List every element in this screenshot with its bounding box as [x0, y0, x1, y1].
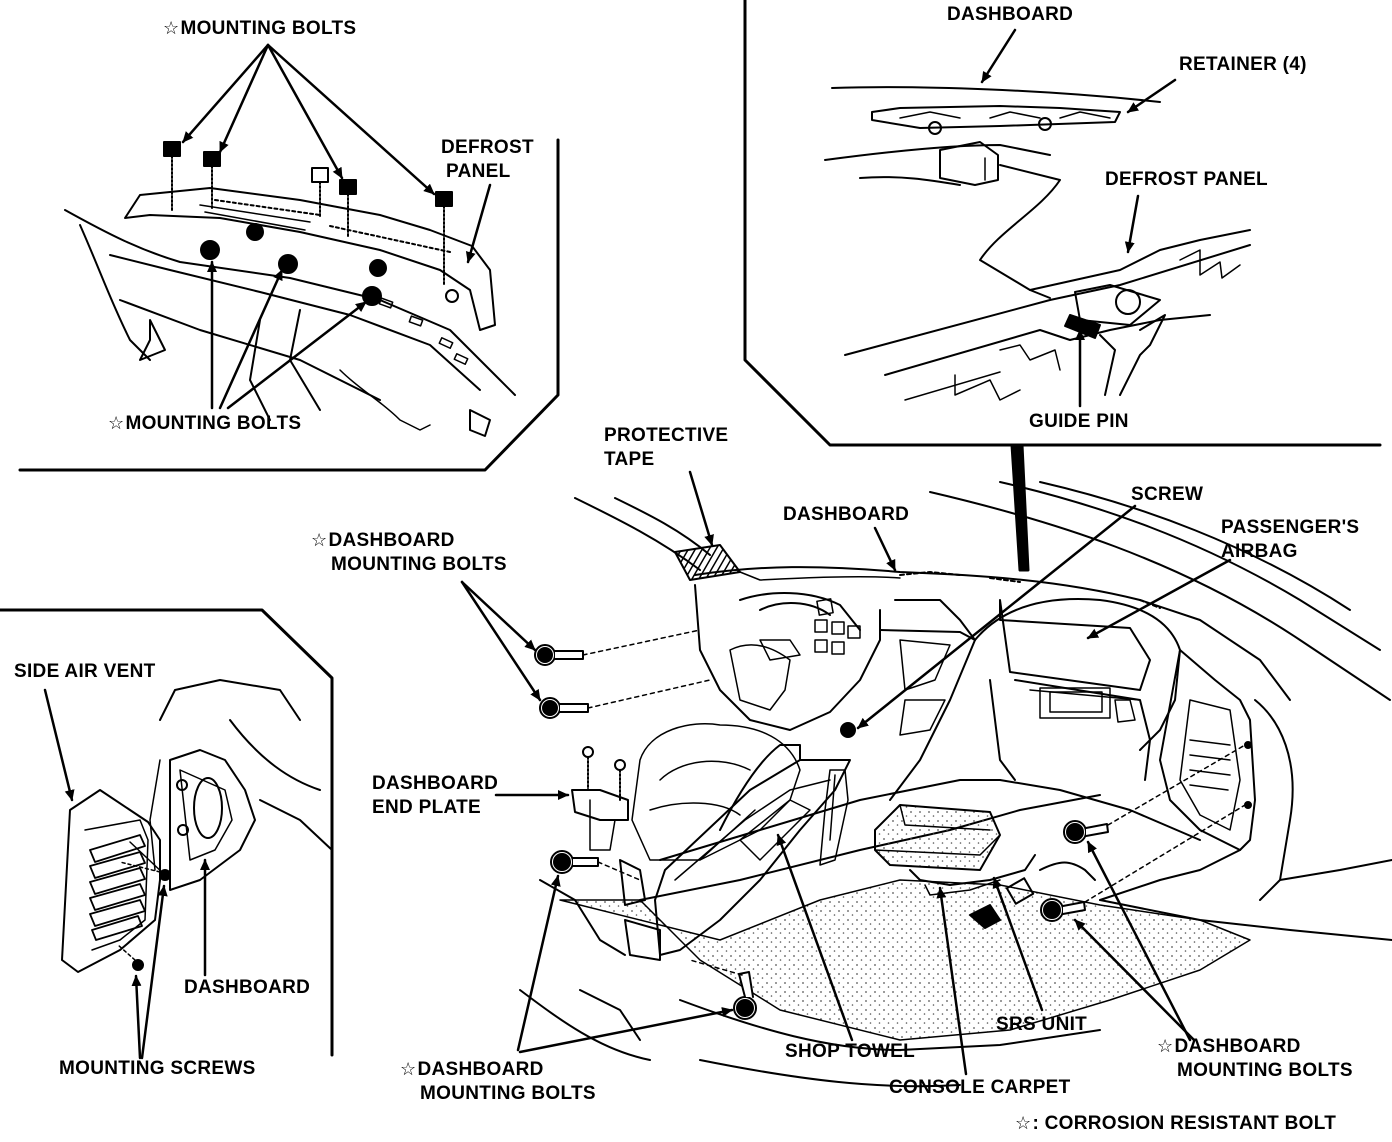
- vent-louvers: [89, 834, 146, 941]
- label-defrost-panel-left: DEFROST PANEL: [441, 137, 534, 182]
- label-mounting-bolts-lower: ☆MOUNTING BOLTS: [108, 413, 302, 434]
- star-icon: ☆: [400, 1059, 417, 1079]
- label-side-air-vent: SIDE AIR VENT: [14, 661, 156, 682]
- panel-frames: [0, 0, 1382, 1057]
- label-dashboard-main: DASHBOARD: [783, 504, 910, 525]
- label-mounting-screws: MOUNTING SCREWS: [59, 1058, 256, 1079]
- legend-corrosion-resistant-bolt: ☆: CORROSION RESISTANT BOLT: [1015, 1113, 1337, 1134]
- label-dashboard-mounting-bolts-right: ☆DASHBOARD MOUNTING BOLTS: [1157, 1036, 1353, 1081]
- defrost-panel-inset: [64, 43, 516, 437]
- star-icon: ☆: [1015, 1113, 1032, 1133]
- label-dashboard-top: DASHBOARD: [947, 4, 1074, 25]
- label-dashboard-side: DASHBOARD: [184, 977, 311, 998]
- label-retainer: RETAINER (4): [1179, 54, 1307, 75]
- star-icon: ☆: [108, 413, 125, 433]
- main-dashboard-drawing: [460, 470, 1392, 1088]
- side-air-vent-inset: [43, 679, 333, 1060]
- label-dashboard-mounting-bolts-lower: ☆DASHBOARD MOUNTING BOLTS: [400, 1059, 596, 1104]
- label-mounting-bolts-top: ☆MOUNTING BOLTS: [163, 18, 357, 39]
- label-dashboard-mounting-bolts-upper: ☆DASHBOARD MOUNTING BOLTS: [311, 530, 507, 575]
- star-icon: ☆: [1157, 1036, 1174, 1056]
- label-dashboard-end-plate: DASHBOARD END PLATE: [372, 773, 499, 818]
- star-icon: ☆: [311, 530, 328, 550]
- label-screw: SCREW: [1131, 484, 1204, 505]
- star-icon: ☆: [163, 18, 180, 38]
- label-protective-tape: PROTECTIVE TAPE: [604, 425, 729, 470]
- label-console-carpet: CONSOLE CARPET: [889, 1077, 1071, 1098]
- mounting-bolt-icons: [163, 141, 459, 306]
- label-shop-towel: SHOP TOWEL: [785, 1041, 916, 1062]
- retainer-inset: [824, 28, 1251, 408]
- label-srs-unit: SRS UNIT: [996, 1014, 1088, 1035]
- label-defrost-panel-right: DEFROST PANEL: [1105, 169, 1268, 190]
- label-passengers-airbag: PASSENGER'S AIRBAG: [1221, 517, 1360, 562]
- label-guide-pin: GUIDE PIN: [1029, 411, 1129, 432]
- dashboard-mounting-bolt-icons: [534, 629, 1246, 1020]
